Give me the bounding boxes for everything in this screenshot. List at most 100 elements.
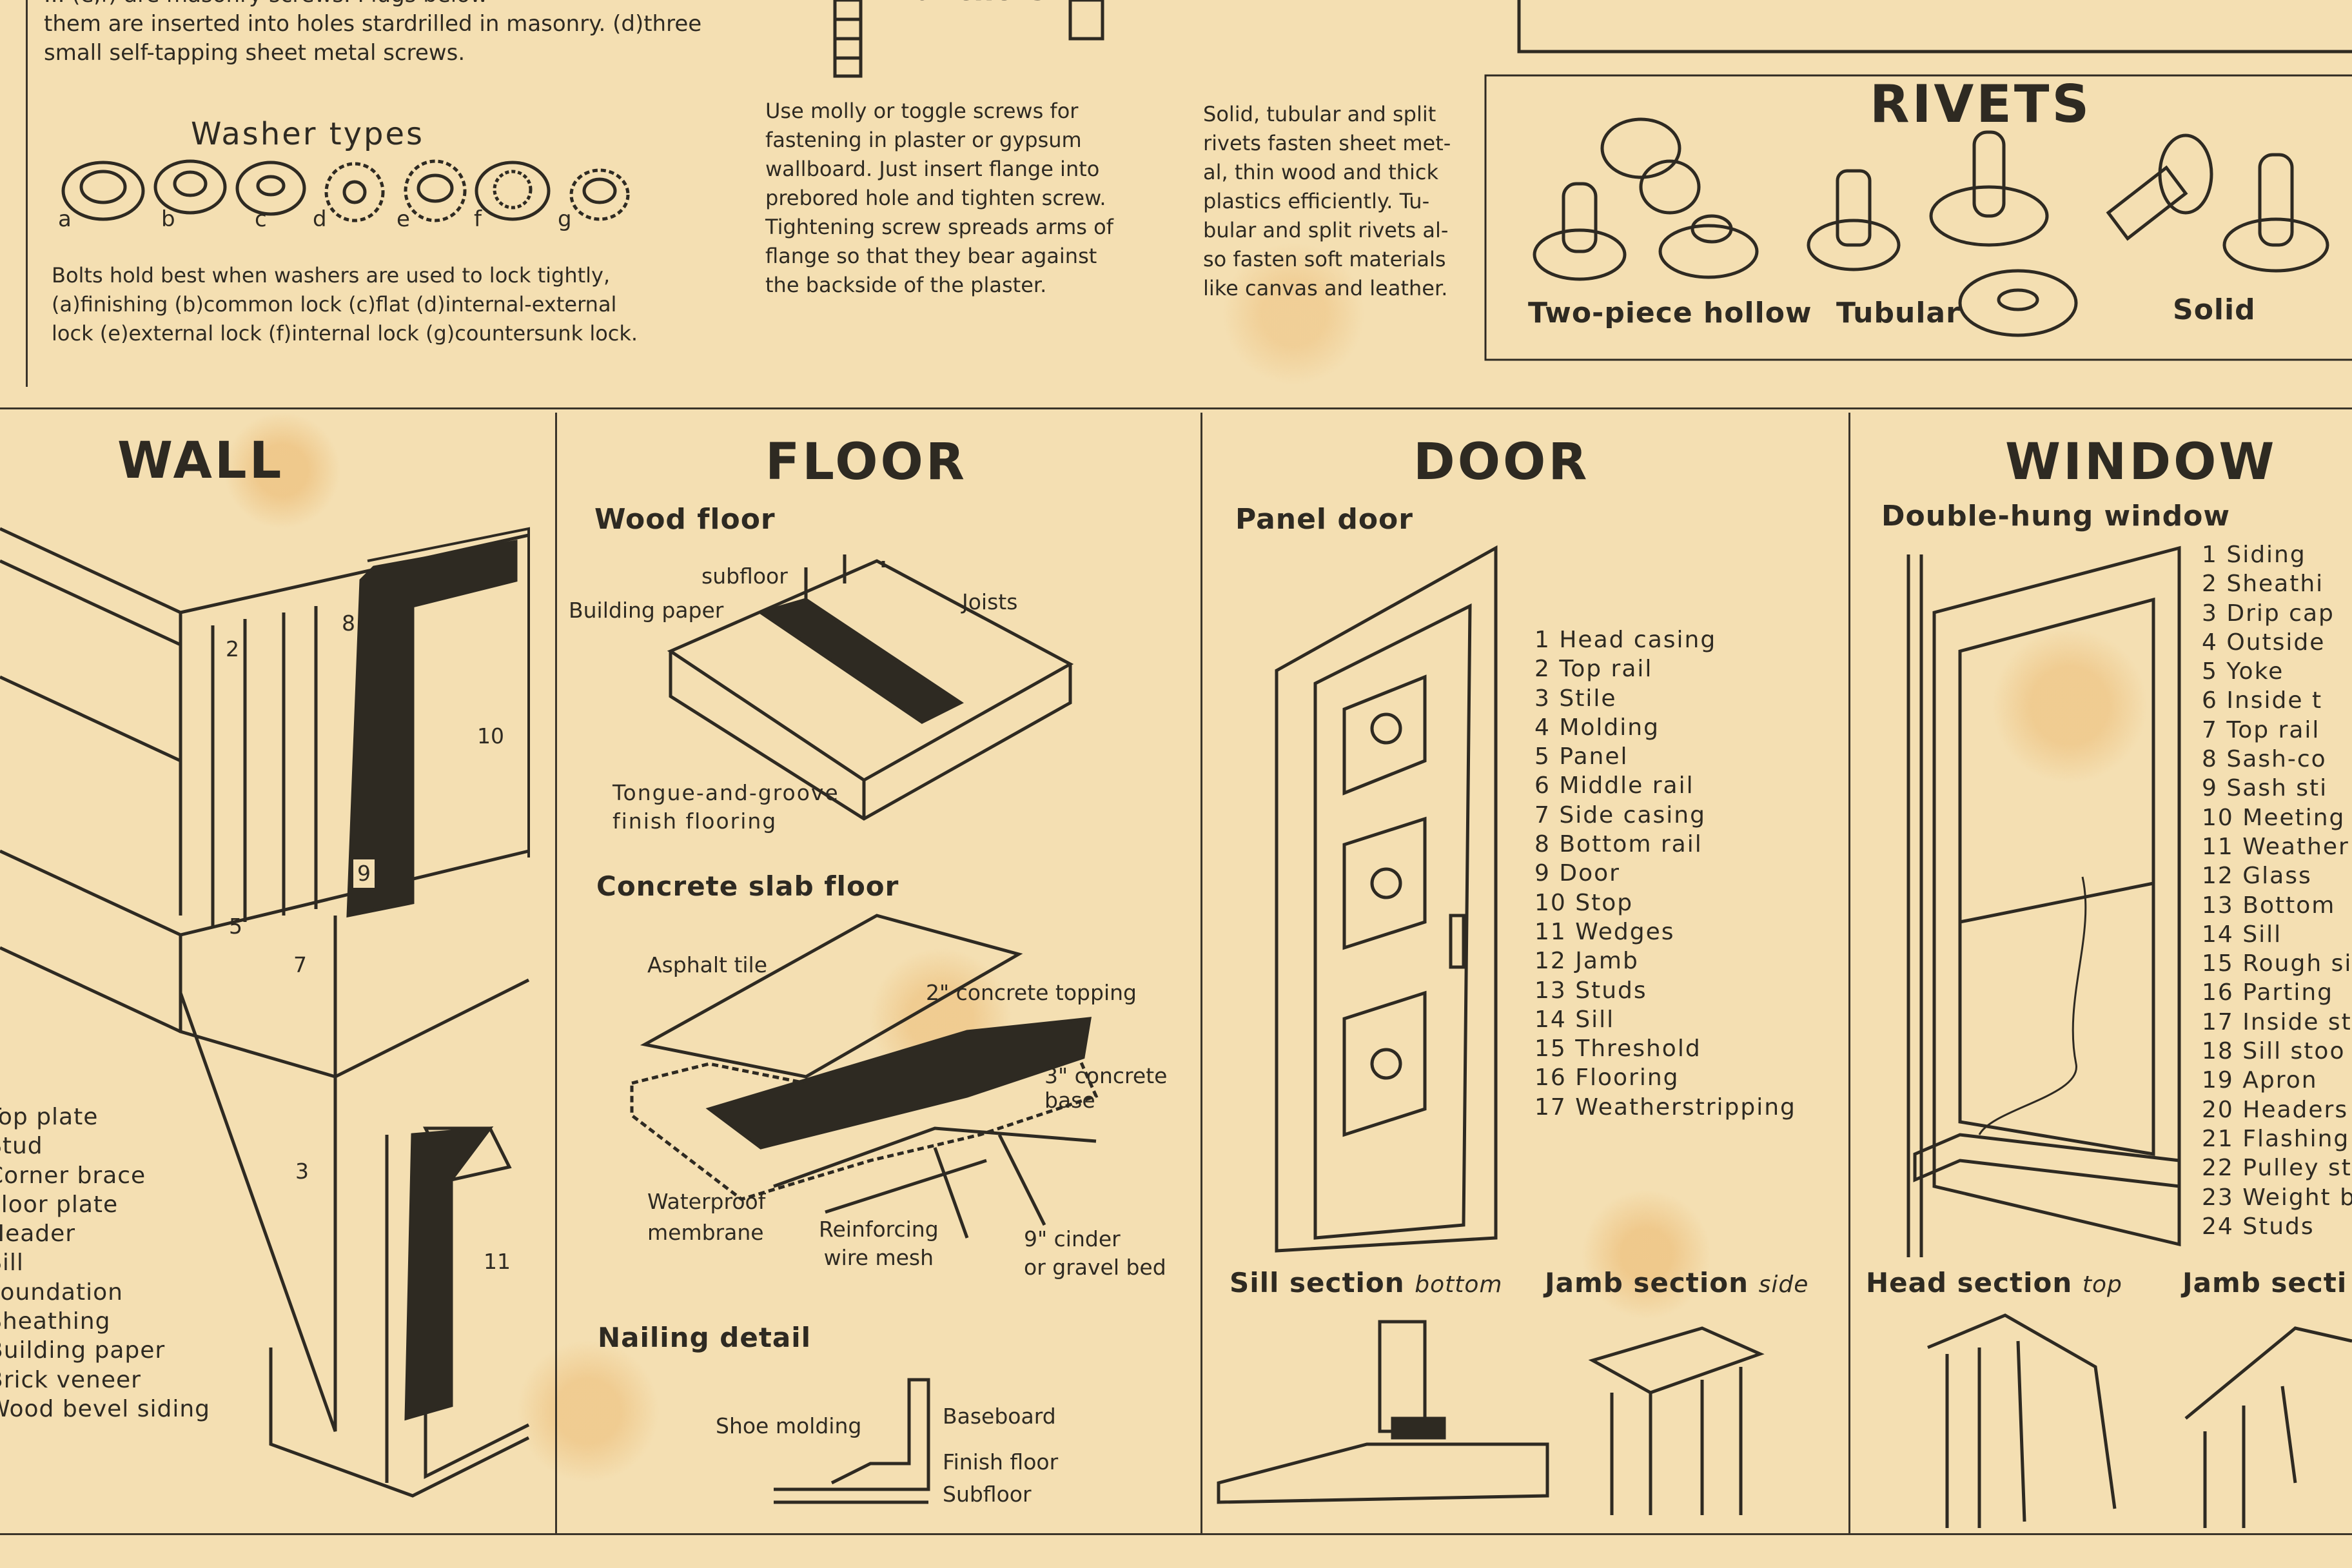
wall-callout: 11: [484, 1249, 511, 1274]
door-list-item: 8 Bottom rail: [1534, 831, 1703, 858]
wall-list-item: Stud: [0, 1133, 43, 1160]
door-list-item: 16 Flooring: [1534, 1064, 1680, 1092]
rivet-label-two-piece: Two-piece hollow: [1528, 297, 1812, 329]
label-concrete-base: 3" concrete base: [1044, 1063, 1168, 1113]
wall-callout-9: 9: [351, 858, 377, 890]
screws-description: ... (e,f) are masonry screws. Plugs belo…: [44, 0, 702, 66]
window-list-item: 19 Apron: [2202, 1067, 2318, 1094]
window-list-item: 24 Studs: [2202, 1213, 2315, 1240]
jamb-section-window-drawing: [2184, 1326, 2352, 1528]
window-list-item: 5 Yoke: [2202, 658, 2284, 685]
left-border: [26, 0, 28, 387]
door-list-item: 14 Sill: [1534, 1006, 1615, 1033]
window-list-item: 13 Bottom: [2202, 892, 2336, 919]
nailing-detail-drawing: [774, 1378, 930, 1504]
door-list-item: 13 Studs: [1534, 977, 1647, 1004]
door-list-item: 15 Threshold: [1534, 1035, 1701, 1063]
column-divider: [1848, 413, 1850, 1534]
washer-types-heading: Washer types: [191, 116, 424, 152]
door-list-item: 1 Head casing: [1534, 627, 1717, 653]
wall-parts-list: Top plate Stud Corner brace Floor plate …: [0, 1102, 210, 1424]
door-list-item: 11 Wedges: [1534, 918, 1675, 945]
door-list-item: 12 Jamb: [1534, 948, 1639, 975]
rivet-label-solid: Solid: [2173, 293, 2256, 326]
door-parts-list: 1 Head casing 2 Top rail 3 Stile 4 Moldi…: [1534, 625, 1796, 1122]
label-building-paper: Building paper: [569, 598, 724, 623]
wall-list-item: Wood bevel siding: [0, 1395, 211, 1422]
anchor-icons: [833, 0, 1104, 78]
concrete-slab-drawing: [630, 914, 1099, 1239]
molly-screw-description: Use molly or toggle screws for fastening…: [765, 99, 1113, 297]
door-list-item: 4 Molding: [1534, 714, 1660, 741]
washer-letter: a: [58, 206, 72, 232]
washer-letter: g: [558, 206, 572, 232]
sill-section-name: Sill section: [1230, 1267, 1405, 1298]
window-heading: WINDOW: [2005, 433, 2277, 491]
label-subfloor: subfloor: [701, 564, 788, 589]
label-waterproof-membrane: Waterproof membrane: [647, 1189, 766, 1245]
washer-letter: d: [313, 206, 327, 232]
rivet-label-tubular: Tubular: [1836, 297, 1961, 329]
window-list-item: 21 Flashing: [2202, 1125, 2350, 1152]
label-concrete-topping: 2" concrete topping: [926, 980, 1137, 1005]
door-list-item: 6 Middle rail: [1534, 772, 1694, 799]
window-parts-list: 1 Siding 2 Sheathi 3 Drip cap 4 Outside …: [2202, 540, 2352, 1241]
wall-list-item: Foundation: [0, 1279, 123, 1306]
wall-callout: 3: [295, 1159, 309, 1184]
label-asphalt-tile: Asphalt tile: [647, 952, 768, 977]
door-list-item: 3 Stile: [1534, 685, 1617, 712]
window-jamb-section-heading: Jamb secti: [2182, 1267, 2347, 1298]
window-list-item: 11 Weather: [2202, 833, 2349, 860]
wall-heading: WALL: [117, 432, 284, 490]
head-section-qualifier: top: [2082, 1271, 2122, 1298]
door-list-item: 2 Top rail: [1534, 656, 1653, 683]
door-list-item: 5 Panel: [1534, 743, 1629, 770]
door-jamb-section-name: Jamb section: [1545, 1267, 1749, 1298]
rivets-box: [1484, 74, 2352, 361]
wall-list-item: Header: [0, 1220, 76, 1248]
window-list-item: 10 Meeting: [2202, 804, 2346, 831]
window-list-item: 8 Sash-co: [2202, 746, 2327, 773]
washer-icons: [61, 159, 630, 222]
window-list-item: 18 Sill stoo: [2202, 1038, 2346, 1065]
window-list-item: 15 Rough si: [2202, 950, 2352, 977]
double-hung-window-heading: Double-hung window: [1881, 500, 2230, 533]
double-hung-window-drawing: [1906, 545, 2181, 1257]
window-list-item: 2 Sheathi: [2202, 571, 2324, 598]
head-section-drawing: [1927, 1313, 2117, 1528]
door-heading: DOOR: [1413, 433, 1590, 491]
sill-section-qualifier: bottom: [1415, 1271, 1503, 1298]
window-list-item: 17 Inside st: [2202, 1008, 2352, 1035]
window-list-item: 20 Headers: [2202, 1096, 2349, 1123]
label-subfloor-nailing: Subfloor: [943, 1482, 1032, 1507]
sill-section-drawing: [1217, 1320, 1549, 1504]
jamb-section-side-drawing: [1588, 1326, 1765, 1515]
wall-framing-drawing: [0, 527, 530, 1498]
window-list-item: 16 Parting: [2202, 979, 2333, 1006]
wall-list-item: Top plate: [0, 1104, 99, 1130]
washer-letter: c: [255, 206, 267, 232]
label-joists: Joists: [962, 589, 1018, 614]
window-list-item: 1 Siding: [2202, 542, 2306, 568]
wall-callout: 2: [226, 636, 239, 662]
sill-section-heading: Sill section bottom: [1230, 1267, 1503, 1298]
rivet-description: Solid, tubular and split rivets fasten s…: [1203, 102, 1451, 300]
label-finish-floor: Finish floor: [943, 1449, 1059, 1475]
label-gravel-bed: 9" cinder or gravel bed: [1024, 1226, 1166, 1280]
floor-heading: FLOOR: [765, 433, 967, 491]
column-divider: [555, 413, 557, 1534]
window-list-item: 23 Weight b: [2202, 1184, 2352, 1211]
wall-list-item: Sheathing: [0, 1308, 111, 1335]
bottom-border: [0, 1533, 2352, 1535]
window-list-item: 22 Pulley st: [2202, 1155, 2352, 1182]
rivet-icons: [1533, 117, 2329, 337]
door-jamb-section-qualifier: side: [1758, 1271, 1809, 1298]
window-list-item: 12 Glass: [2202, 863, 2312, 890]
label-reinforcing-mesh: Reinforcing wire mesh: [819, 1217, 939, 1270]
door-list-item: 17 Weatherstripping: [1534, 1093, 1796, 1121]
wall-list-item: Building paper: [0, 1337, 166, 1364]
door-list-item: 9 Door: [1534, 860, 1620, 887]
wood-floor-heading: Wood floor: [594, 503, 776, 536]
wood-floor-drawing: [667, 554, 1074, 821]
door-list-item: 7 Side casing: [1534, 801, 1706, 828]
